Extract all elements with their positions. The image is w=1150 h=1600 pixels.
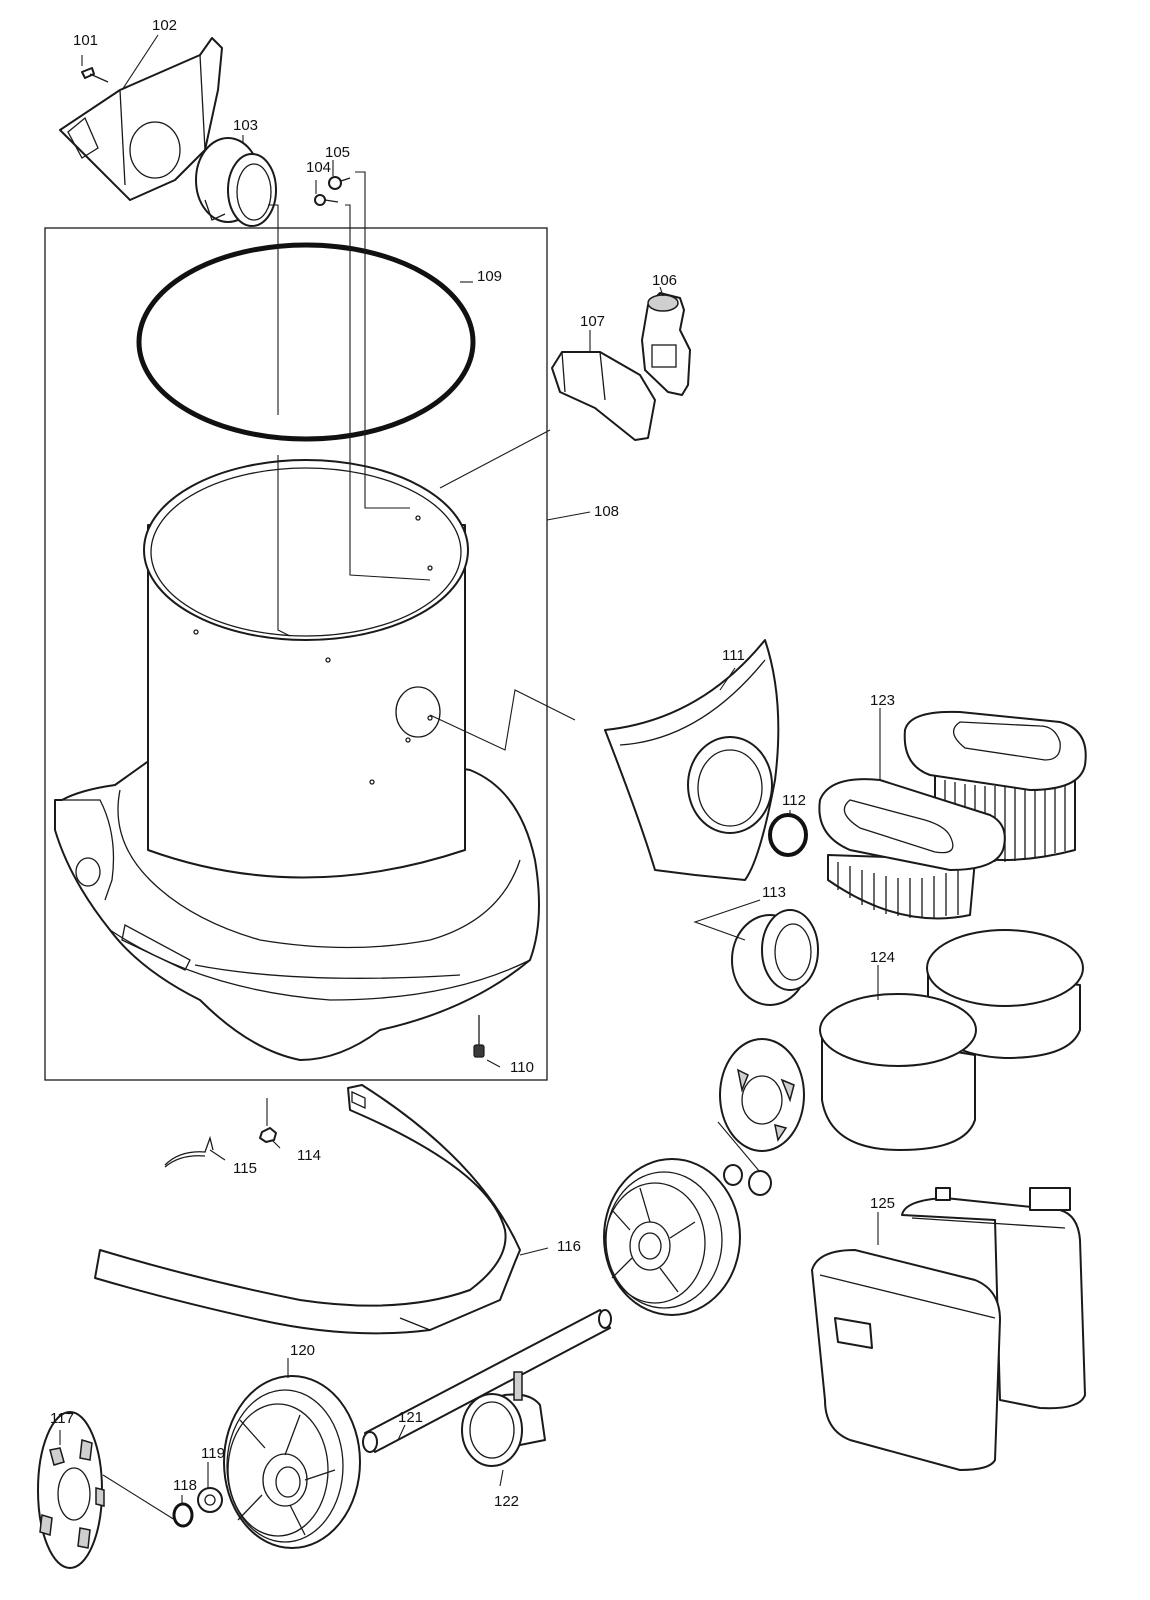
part-125-dust-bag-front: [811, 1249, 1001, 1471]
label-119: 119: [201, 1445, 225, 1462]
label-104: 104: [306, 159, 331, 176]
part-113-inlet-ring: [731, 909, 819, 1006]
part-106-latch: [641, 292, 691, 396]
label-103: 103: [233, 117, 258, 134]
part-122-caster: [461, 1371, 546, 1467]
label-124: 124: [870, 949, 895, 966]
part-103-hose-inlet: [195, 137, 277, 227]
part-108-tank: [54, 459, 540, 1061]
label-117: 117: [50, 1410, 74, 1427]
label-123: 123: [870, 692, 895, 709]
part-123-filter-cartridge-front: [818, 778, 1006, 920]
label-122: 122: [494, 1493, 519, 1510]
label-105: 105: [325, 144, 350, 161]
part-125-dust-bag-rear: [901, 1187, 1086, 1410]
label-121: 121: [398, 1409, 423, 1426]
label-120: 120: [290, 1342, 315, 1359]
part-111-filter-cover: [604, 639, 780, 881]
label-114: 114: [297, 1147, 321, 1164]
part-119-washer: [197, 1487, 223, 1513]
label-108: 108: [594, 503, 619, 520]
part-110-screw: [473, 1015, 485, 1058]
label-109: 109: [477, 268, 502, 285]
part-104-screw: [314, 194, 339, 206]
label-125: 125: [870, 1195, 895, 1212]
washer-upper: [723, 1164, 772, 1196]
label-112: 112: [782, 792, 806, 809]
part-121-axle: [362, 1309, 612, 1453]
label-111: 111: [722, 647, 745, 664]
part-labels: 101 102 103 104 105 106 107 108 109 110 …: [50, 17, 895, 1510]
part-116-handle-frame: [94, 1084, 521, 1335]
part-109-seal-ring: [136, 242, 476, 442]
part-124-pre-filter-rear: [926, 929, 1084, 1059]
leader-lines: [59, 34, 881, 1521]
part-115-pin: [164, 1135, 214, 1168]
label-102: 102: [152, 17, 177, 34]
part-105-screw: [328, 176, 351, 190]
hub-cap-upper: [719, 1038, 805, 1152]
label-106: 106: [652, 272, 677, 289]
wheel-right: [603, 1158, 741, 1316]
part-124-pre-filter-front: [819, 993, 977, 1151]
part-101-screw: [81, 67, 109, 83]
label-107: 107: [580, 313, 605, 330]
label-113: 113: [762, 884, 786, 901]
part-102-cover-plate: [59, 37, 223, 201]
part-117-hub-cap: [37, 1411, 105, 1569]
part-118-clip: [172, 1502, 194, 1528]
part-107-holder: [551, 351, 656, 441]
part-120-wheel: [223, 1375, 361, 1549]
label-118: 118: [173, 1477, 197, 1494]
label-110: 110: [510, 1059, 534, 1076]
part-114-nut: [259, 1098, 277, 1143]
part-112-o-ring: [768, 813, 808, 857]
label-116: 116: [557, 1238, 581, 1255]
assembly-108-outline: [44, 227, 548, 1081]
label-115: 115: [233, 1160, 257, 1177]
label-101: 101: [73, 32, 98, 49]
